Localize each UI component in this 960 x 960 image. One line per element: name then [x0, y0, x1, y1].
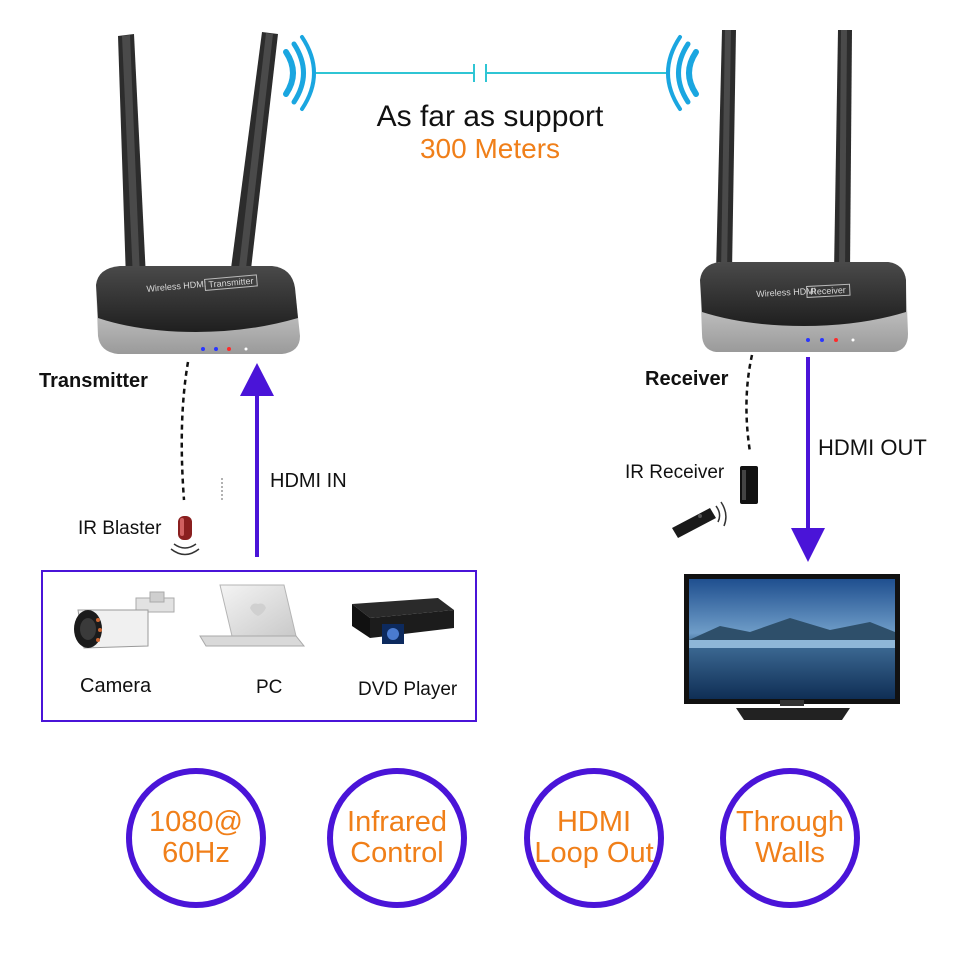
ir-receiver-icon: [740, 466, 758, 504]
source-label-pc: PC: [256, 677, 283, 698]
signal-waves-right-icon: [666, 35, 699, 111]
signal-waves-left-icon: [283, 35, 316, 111]
ir-blaster-cable: [180, 361, 190, 501]
receiver-label: Receiver: [645, 368, 729, 390]
transmitter-label: Transmitter: [39, 370, 148, 392]
remote-control-icon: [672, 501, 727, 538]
hdmi-in-label: HDMI IN: [270, 470, 347, 492]
wireless-link: [315, 64, 668, 82]
receiver-device: [700, 30, 908, 352]
hdmi-in-arrow: [240, 363, 274, 557]
source-label-dvd-player: DVD Player: [358, 679, 458, 700]
feature-badge-through-walls: Through Walls: [720, 768, 860, 908]
ir-receiver-cable: [745, 354, 754, 453]
feature-badge-label: 1080@ 60Hz: [149, 806, 243, 869]
ir-receiver-label: IR Receiver: [625, 462, 725, 483]
camera-icon: [74, 591, 175, 649]
receiver-mode-text: Receiver: [806, 283, 851, 298]
tv-icon: [684, 574, 900, 720]
ir-blaster-label: IR Blaster: [78, 518, 162, 539]
transmitter-device: [96, 32, 300, 354]
dvd-player-icon: [352, 598, 454, 644]
hdmi-out-arrow: [791, 357, 825, 562]
laptop-icon: [199, 584, 306, 647]
feature-badge-label: Through Walls: [735, 806, 844, 869]
range-heading: As far as support: [376, 100, 604, 133]
hdmi-out-label: HDMI OUT: [818, 435, 927, 460]
sources-box: [41, 570, 477, 722]
feature-badge-infrared: Infrared Control: [327, 768, 467, 908]
ir-blaster-icon: [170, 516, 200, 556]
range-distance: 300 Meters: [419, 133, 561, 164]
source-label-camera: Camera: [80, 675, 152, 697]
feature-badge-label: Infrared Control: [347, 806, 447, 869]
feature-badge-resolution: 1080@ 60Hz: [126, 768, 266, 908]
feature-badge-loop-out: HDMI Loop Out: [524, 768, 664, 908]
feature-badge-label: HDMI Loop Out: [534, 806, 654, 869]
